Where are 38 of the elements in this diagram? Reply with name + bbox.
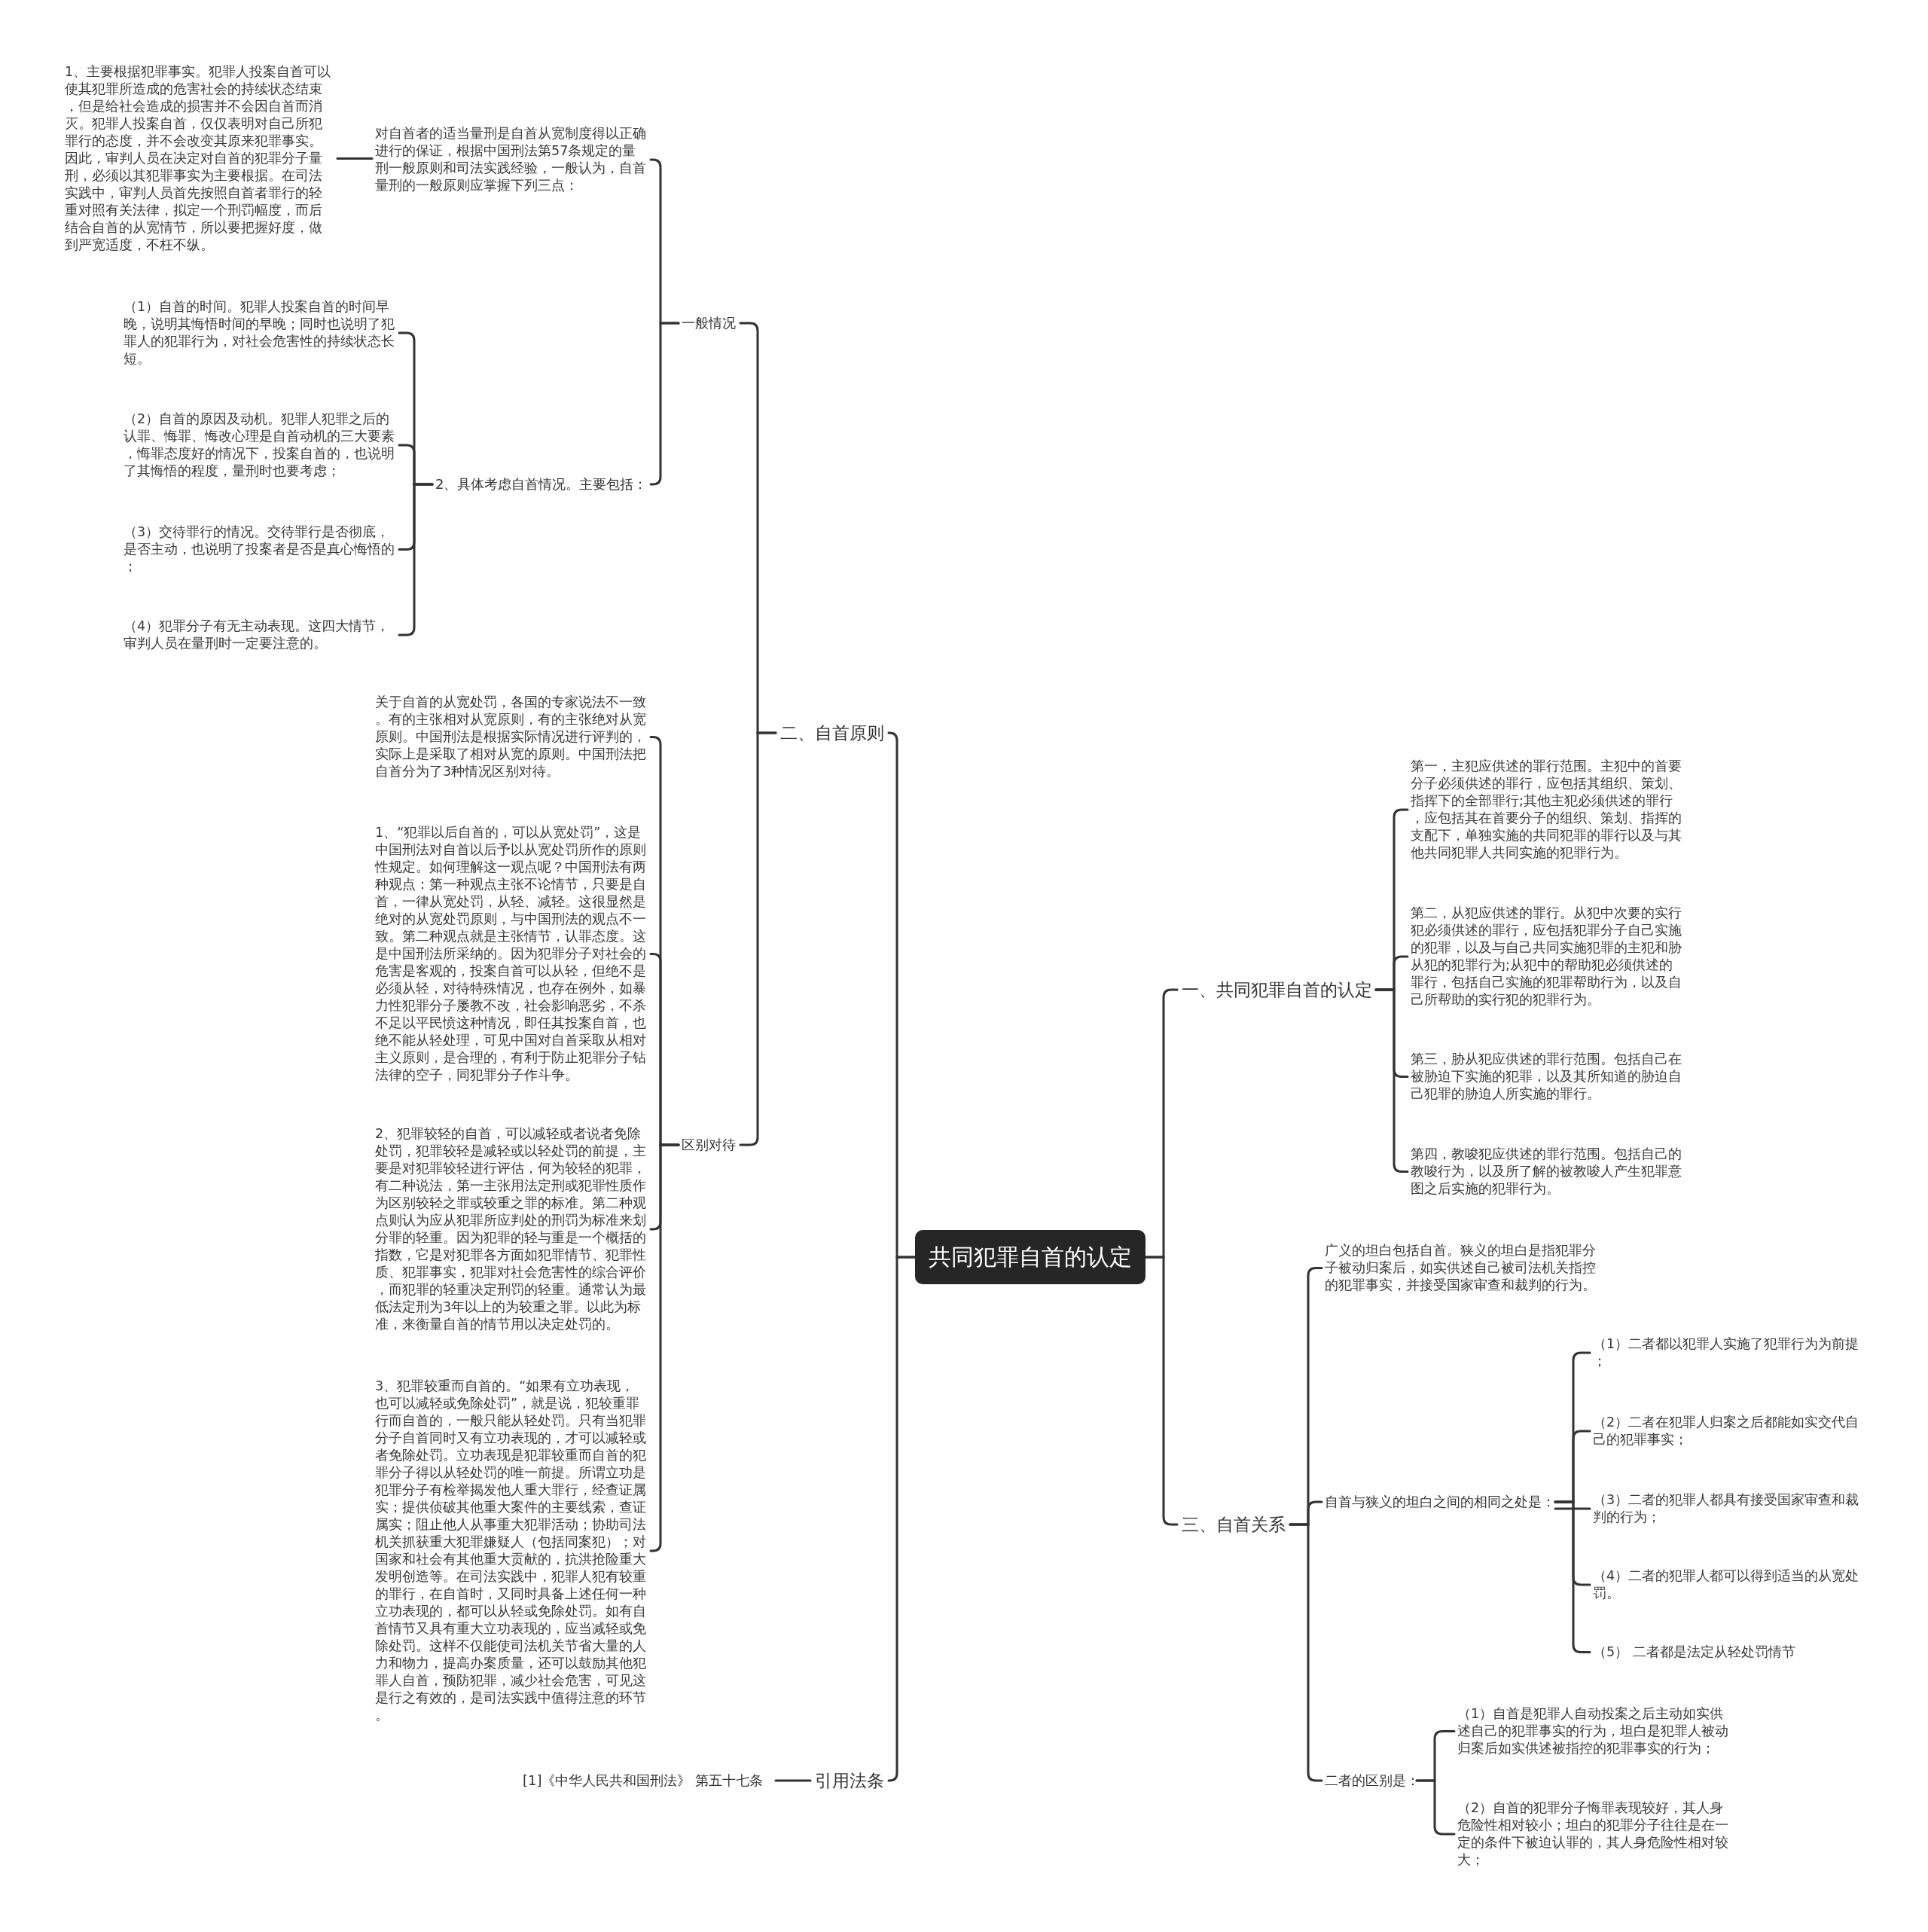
connector-line xyxy=(887,1256,917,1782)
note-text: （1）二者都以犯罪人实施了犯罪行为为前提； xyxy=(1590,1335,1865,1370)
note-text: （5） 二者都是法定从轻处罚情节 xyxy=(1590,1644,1865,1661)
note-text: 1、主要根据犯罪事实。犯罪人投案自首可以使其犯罪所造成的危害社会的持续状态结束，但是给社会造成的损害并不会因自首而消灭。犯罪人投案自首，仅仅表明对自己所犯罪行的态度，并不会改变其原来犯罪事实。因此，审判人员在决定对自首的犯罪分子量刑，必须以其犯罪事实为主要根据。在司法实践中，审判人员首先按照自首者罪行的轻重对照有关法律，拟定一个刑罚幅度，而后结合自首的从宽情节，所以要把握好度，做到严宽适度，不枉不纵。 xyxy=(62,63,337,254)
note-text: 第三，胁从犯应供述的罪行范围。包括自己在被胁迫下实施的犯罪，以及其所知道的胁迫自己犯罪的胁迫人所实施的罪行。 xyxy=(1408,1051,1688,1103)
note-text: （3）交待罪行的情况。交待罪行是否彻底，是否主动，也说明了投案者是否是真心悔悟的； xyxy=(120,523,399,575)
connector-line xyxy=(1554,1507,1591,1510)
note-text: 关于自首的从宽处罚，各国的专家说法不一致。有的主张相对从宽原则，有的主张绝对从宽原则。中国刑法是根据实际情况进行评判的，实际上是采取了相对从宽的原则。中国刑法把自首分为了3种情况区别对待。 xyxy=(372,694,651,780)
connector-line xyxy=(1144,1256,1179,1526)
note-text: 第二，从犯应供述的罪行。从犯中次要的实行犯必须供述的罪行，应包括犯罪分子自己实施的犯罪，以及与自己共同实施犯罪的主犯和胁从犯的犯罪行为;从犯中的帮助犯必须供述的罪行，包括自己实施的犯罪帮助行为，以及自己所帮助的实行犯的犯罪行为。 xyxy=(1408,905,1688,1009)
note-text: （3）二者的犯罪人都具有接受国家审查和裁判的行为； xyxy=(1590,1491,1865,1526)
note-text: （1）自首的时间。犯罪人投案自首的时间早晚，说明其悔悟时间的早晚；同时也说明了犯罪人的犯罪行为，对社会危害性的持续状态长短。 xyxy=(120,298,399,368)
note-text: 2、犯罪较轻的自首，可以减轻或者说者免除处罚，犯罪较轻是减轻或以轻处罚的前提，主要是对犯罪较轻进行评估，何为较轻的犯罪，有二种说法，第一主张用法定刑或犯罪性质作为区别较轻之罪或较重之罪的标准。第二种观点则认为应从犯罪所应判处的刑罚为标准来划分罪的轻重。因为犯罪的轻与重是一个概括的指数，它是对犯罪各方面如犯罪情节、犯罪性质、犯罪事实，犯罪对社会危害性的综合评价，而犯罪的轻重决定刑罚的轻重。通常认为最低法定刑为3年以上的为较重之罪。以此为标准，来衡量自首的情节用以决定处罚的。 xyxy=(372,1125,651,1333)
subtopic-label: 一般情况 xyxy=(679,313,740,334)
note-text: 广义的坦白包括自首。狭义的坦白是指犯罪分子被动归案后，如实供述自己被司法机关指控的犯罪事实，并接受国家审查和裁判的行为。 xyxy=(1322,1242,1602,1294)
branch-topic: 二、自首原则 xyxy=(776,720,889,746)
note-text: （4）犯罪分子有无主动表现。这四大情节，审判人员在量刑时一定要注意的。 xyxy=(120,618,399,652)
note-text: （2）二者在犯罪人归案之后都能如实交代自己的犯罪事实； xyxy=(1590,1414,1865,1448)
subtopic-label: 区别对待 xyxy=(679,1134,740,1155)
note-text: （1）自首是犯罪人自动投案之后主动如实供述自己的犯罪事实的行为，坦白是犯罪人被动归案后如实供述被指控的犯罪事实的行为； xyxy=(1454,1705,1734,1757)
note-text: 第一，主犯应供述的罪行范围。主犯中的首要分子必须供述的罪行，应包括其组织、策划、指挥下的全部罪行;其他主犯必须供述的罪行，应包括其在首要分子的组织、策划、指挥的支配下，单独实施的共同犯罪的罪行以及与其他共同犯罪人共同实施的犯罪行为。 xyxy=(1408,758,1688,862)
subtopic-label: 2、具体考虑自首情况。主要包括： xyxy=(432,474,651,495)
note-text: （2）自首的犯罪分子悔罪表现较好，其人身危险性相对较小；坦白的犯罪分子往往是在一定的条件下被迫认罪的，其人身危险性相对较大； xyxy=(1454,1799,1734,1869)
subtopic-label: [1]《中华人民共和国刑法》 第五十七条 xyxy=(520,1770,776,1791)
note-text: （4）二者的犯罪人都可以得到适当的从宽处罚。 xyxy=(1590,1567,1865,1602)
note-text: （2）自首的原因及动机。犯罪人犯罪之后的认罪、悔罪、悔改心理是自首动机的三大要素，悔罪态度好的情况下，投案自首的，也说明了其悔悟的程度，量刑时也要考虑； xyxy=(120,411,399,480)
note-text: 1、“犯罪以后自首的，可以从宽处罚”，这是中国刑法对自首以后予以从宽处罚所作的原则性规定。如何理解这一观点呢？中国刑法有两种观点：第一种观点主张不论情节，只要是自首，一律从宽处罚，从轻、减轻。这很显然是绝对的从宽处罚原则，与中国刑法的观点不一致。第二种观点就是主张情节，认罪态度。这是中国刑法所采纳的。因为犯罪分子对社会的危害是客观的，投案自首可以从轻，但绝不是必须从轻，对待特殊情况，也存在例外，如暴力性犯罪分子屡教不改，社会影响恶劣，不杀不足以平民愤这种情况，即任其投案自首，也绝不能从轻处理，可见中国对自首采取从相对主义原则，是合理的，有利于防止犯罪分子钻法律的空子，同犯罪分子作斗争。 xyxy=(372,824,651,1084)
subtopic-label: 二者的区别是： xyxy=(1322,1770,1417,1791)
subtopic-label: 自首与狭义的坦白之间的相同之处是： xyxy=(1322,1491,1555,1512)
note-text: 对自首者的适当量刑是自首从宽制度得以正确进行的保证，根据中国刑法第57条规定的量刑一般原则和司法实践经验，一般认为，自首量刑的一般原则应掌握下列三点： xyxy=(372,125,651,194)
connector-line xyxy=(774,1779,812,1782)
branch-topic: 三、自首关系 xyxy=(1177,1512,1290,1537)
branch-topic: 一、共同犯罪自首的认定 xyxy=(1177,977,1376,1003)
branch-topic: 引用法条 xyxy=(810,1768,889,1793)
connector-line xyxy=(336,157,374,160)
central-topic: 共同犯罪自首的认定 xyxy=(915,1230,1146,1284)
note-text: 第四，教唆犯应供述的罪行范围。包括自己的教唆行为，以及所了解的被教唆人产生犯罪意图之后实施的犯罪行为。 xyxy=(1408,1146,1688,1198)
note-text: 3、犯罪较重而自首的。“如果有立功表现，也可以减轻或免除处罚”，就是说，犯较重罪行而自首的，一般只能从轻处罚。只有当犯罪分子自首同时又有立功表现的，才可以减轻或者免除处罚。立功表现是犯罪较重而自首的犯罪分子得以从轻处罚的唯一前提。所谓立功是犯罪分子有检举揭发他人重大罪行，经查证属实；提供侦破其他重大案件的主要线索，查证属实；阻止他人从事重大犯罪活动；协助司法机关抓获重大犯罪嫌疑人（包括同案犯）；对国家和社会有其他重大贡献的，抗洪抢险重大发明创造等。在司法实践中，犯罪人犯有较重的罪行，在自首时，又同时具备上述任何一种立功表现的，都可以从轻或免除处罚。如有自首情节又具有重大立功表现的，应当减轻或免除处罚。这样不仅能使司法机关节省大量的人力和物力，提高办案质量，还可以鼓励其他犯罪人自首，预防犯罪，减少社会危害，可见这是行之有效的，是司法实践中值得注意的环节。 xyxy=(372,1378,651,1724)
